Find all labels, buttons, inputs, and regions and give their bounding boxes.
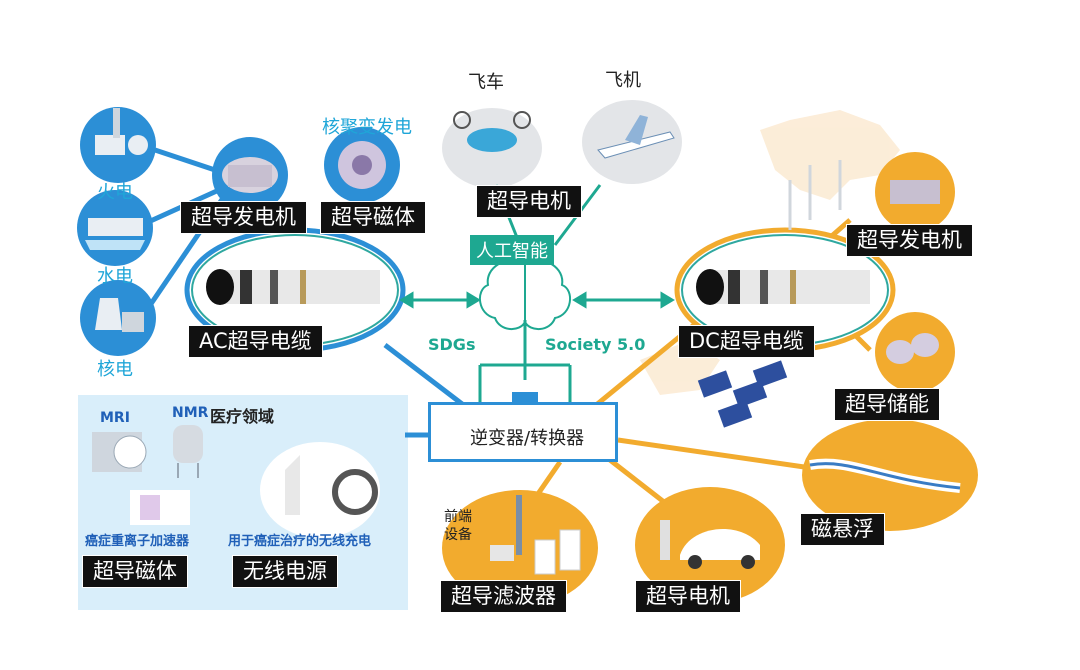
wireless-charging-icon <box>260 442 380 538</box>
sc-filter-label: 超导滤波器 <box>440 580 567 613</box>
heavy-ion-label: 癌症重离子加速器 <box>85 534 190 549</box>
solar-panels-icon <box>697 360 788 428</box>
sc-generator-left-label: 超导发电机 <box>180 201 307 234</box>
nmr-device-icon <box>173 425 203 478</box>
ai-brain-icon <box>479 259 571 330</box>
sc-motor-top-label: 超导电机 <box>476 185 582 218</box>
thermal-plant-icon <box>80 107 156 183</box>
ac-cable-label: AC超导电缆 <box>188 325 323 358</box>
inverter-label: 逆变器/转换器 <box>470 428 585 449</box>
wireless-power-label: 无线电源 <box>232 555 338 588</box>
maglev-label: 磁悬浮 <box>800 513 885 546</box>
nmr-label: NMR <box>172 405 209 421</box>
dc-cable-label: DC超导电缆 <box>678 325 815 358</box>
dc-cable-graphic <box>674 227 896 353</box>
fusion-power-label: 核聚变发电 <box>322 117 412 138</box>
inverter-box <box>428 402 618 462</box>
front-device-label: 前端 设备 <box>444 509 472 543</box>
airplane-icon <box>582 100 682 184</box>
sc-storage-label: 超导储能 <box>834 388 940 421</box>
wireless-caption: 用于癌症治疗的无线充电 <box>228 534 372 549</box>
ai-arrows <box>399 184 675 421</box>
hydro-power-label: 水电 <box>97 266 133 287</box>
hydro-plant-icon <box>77 190 153 266</box>
nuclear-power-label: 核电 <box>97 359 133 380</box>
sc-motor-bottom-label: 超导电机 <box>635 580 741 613</box>
wind-turbines-icon <box>788 160 842 230</box>
sdgs-label: SDGs <box>428 335 476 354</box>
mri-label: MRI <box>100 410 130 426</box>
fusion-reactor-icon <box>324 127 400 203</box>
maglev-icon <box>802 419 978 531</box>
society-label: Society 5.0 <box>545 335 646 354</box>
flying-car-icon <box>442 108 542 188</box>
sc-storage-icon <box>875 312 955 392</box>
medical-sc-magnet-label: 超导磁体 <box>82 555 188 588</box>
ai-label: 人工智能 <box>470 235 554 265</box>
sc-generator-right-label: 超导发电机 <box>846 224 973 257</box>
nuclear-plant-icon <box>80 280 156 356</box>
airplane-label: 飞机 <box>605 70 641 91</box>
sc-filter-icon <box>442 490 598 606</box>
thermal-power-label: 火电 <box>97 182 133 203</box>
medical-title: 医疗领域 <box>210 407 275 426</box>
mri-scanner-icon <box>92 432 147 472</box>
sc-generator-left-icon <box>212 137 288 213</box>
sc-generator-right-icon <box>875 152 955 232</box>
flying-car-label: 飞车 <box>468 72 504 93</box>
ev-car-icon <box>635 487 785 603</box>
heavy-ion-accelerator-icon <box>130 490 190 525</box>
sc-magnet-top-label: 超导磁体 <box>320 201 426 234</box>
